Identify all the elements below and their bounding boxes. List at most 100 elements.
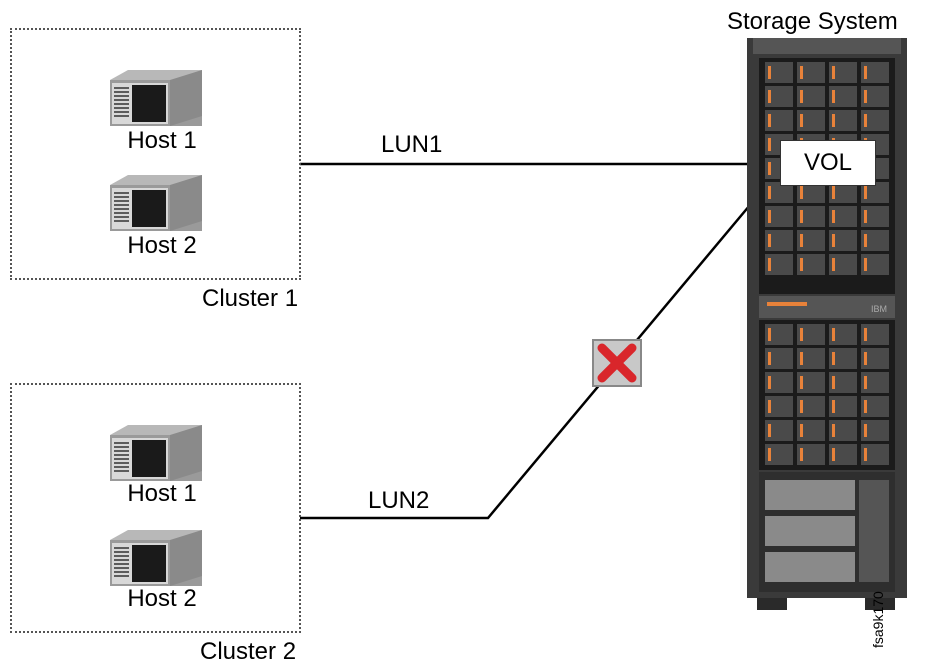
vol-box: VOL bbox=[780, 140, 876, 186]
drive-led bbox=[832, 114, 835, 127]
drive-led bbox=[768, 258, 771, 271]
drive-led bbox=[864, 448, 867, 461]
drive-led bbox=[832, 258, 835, 271]
drive-bay bbox=[765, 348, 793, 369]
drive-led bbox=[832, 90, 835, 103]
drive-led bbox=[800, 448, 803, 461]
drive-bay bbox=[797, 348, 825, 369]
drive-led bbox=[768, 448, 771, 461]
cluster-2-name-label: Cluster 2 bbox=[200, 638, 297, 665]
drive-led bbox=[864, 400, 867, 413]
drive-bay bbox=[765, 110, 793, 131]
cluster-2-host-1-label: Host 1 bbox=[127, 480, 197, 507]
drive-led bbox=[800, 400, 803, 413]
cluster-2-host-2-label: Host 2 bbox=[127, 585, 197, 612]
drive-bay bbox=[797, 254, 825, 275]
drive-led bbox=[800, 258, 803, 271]
drive-bay bbox=[861, 86, 889, 107]
cluster-1-host-2-label: Host 2 bbox=[127, 232, 197, 259]
drive-bay bbox=[765, 372, 793, 393]
drive-led bbox=[832, 376, 835, 389]
storage-system-title: Storage System bbox=[727, 8, 898, 35]
drive-led bbox=[800, 210, 803, 223]
drive-bay bbox=[861, 372, 889, 393]
drive-bay bbox=[829, 86, 857, 107]
cluster-1-box bbox=[10, 28, 301, 280]
drive-led bbox=[768, 400, 771, 413]
drive-led bbox=[864, 424, 867, 437]
drive-bay bbox=[861, 324, 889, 345]
drive-led bbox=[768, 234, 771, 247]
drive-bay bbox=[829, 62, 857, 83]
figure-id: fsa9k170 bbox=[870, 591, 886, 648]
drive-bay bbox=[861, 110, 889, 131]
drive-led bbox=[768, 352, 771, 365]
drive-led bbox=[800, 66, 803, 79]
drive-led bbox=[800, 328, 803, 341]
drive-bay bbox=[829, 110, 857, 131]
drive-led bbox=[768, 376, 771, 389]
drive-bay bbox=[861, 182, 889, 203]
drive-bay bbox=[829, 230, 857, 251]
drive-led bbox=[864, 234, 867, 247]
drive-led bbox=[768, 114, 771, 127]
drive-bay bbox=[765, 62, 793, 83]
x-mark-icon bbox=[592, 339, 642, 387]
drive-led bbox=[864, 328, 867, 341]
drive-bay bbox=[861, 62, 889, 83]
drive-bay bbox=[765, 86, 793, 107]
drive-led bbox=[832, 328, 835, 341]
drive-bay bbox=[797, 444, 825, 465]
drive-led bbox=[800, 424, 803, 437]
drive-bay bbox=[765, 444, 793, 465]
server-icon bbox=[110, 530, 202, 586]
drive-led bbox=[864, 66, 867, 79]
drive-led bbox=[768, 210, 771, 223]
drive-led bbox=[864, 210, 867, 223]
drive-bay bbox=[765, 230, 793, 251]
drive-bay bbox=[765, 206, 793, 227]
drive-bay bbox=[765, 420, 793, 441]
drive-led bbox=[832, 400, 835, 413]
drive-bay bbox=[797, 230, 825, 251]
drive-led bbox=[832, 352, 835, 365]
drive-led bbox=[800, 234, 803, 247]
drive-bay bbox=[797, 324, 825, 345]
drive-bay bbox=[861, 254, 889, 275]
lun2-line bbox=[300, 204, 751, 520]
drive-bay bbox=[861, 444, 889, 465]
drive-led bbox=[864, 186, 867, 199]
drive-led bbox=[864, 376, 867, 389]
drive-bay bbox=[829, 372, 857, 393]
drive-bay bbox=[861, 230, 889, 251]
drive-bay bbox=[829, 348, 857, 369]
drive-bay bbox=[797, 372, 825, 393]
cluster-1-host-1-label: Host 1 bbox=[127, 127, 197, 154]
drive-led bbox=[768, 186, 771, 199]
drive-led bbox=[768, 424, 771, 437]
drive-led bbox=[768, 162, 771, 175]
drive-led bbox=[768, 66, 771, 79]
drive-led bbox=[832, 186, 835, 199]
drive-bay bbox=[765, 324, 793, 345]
drive-led bbox=[768, 328, 771, 341]
drive-bay bbox=[765, 254, 793, 275]
storage-rack: IBM bbox=[747, 38, 907, 610]
drive-led bbox=[864, 90, 867, 103]
drive-bay bbox=[797, 86, 825, 107]
drive-led bbox=[864, 114, 867, 127]
drive-led bbox=[832, 448, 835, 461]
drive-led bbox=[800, 114, 803, 127]
drive-led bbox=[800, 90, 803, 103]
cluster-2-label: LUN2 bbox=[368, 487, 430, 514]
drive-bay bbox=[861, 420, 889, 441]
drive-bay bbox=[797, 62, 825, 83]
drive-led bbox=[864, 258, 867, 271]
drive-bay bbox=[861, 206, 889, 227]
drive-bay bbox=[829, 254, 857, 275]
drive-bay bbox=[861, 348, 889, 369]
drive-bay bbox=[797, 182, 825, 203]
drive-led bbox=[800, 186, 803, 199]
server-icon bbox=[110, 70, 202, 126]
